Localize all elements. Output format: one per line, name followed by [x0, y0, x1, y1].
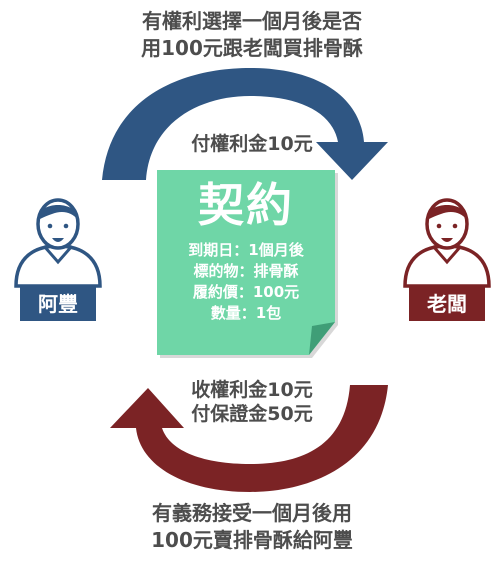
top-curved-arrow	[102, 68, 388, 180]
person-icon	[403, 198, 491, 288]
bottom-caption-line-1: 有義務接受一個月後用	[152, 501, 352, 525]
top-caption-line-2: 用100元跟老闆買排骨酥	[141, 36, 363, 60]
top-caption: 有權利選擇一個月後是否 用100元跟老闆買排骨酥	[0, 8, 504, 62]
contract-terms: 到期日：1個月後 標的物：排骨酥 履約價：100元 數量：1包	[157, 240, 335, 324]
bottom-arrow-label-line-2: 付保證金50元	[191, 403, 313, 425]
contract-term-quantity: 數量：1包	[210, 304, 282, 322]
person-icon	[14, 198, 102, 288]
contract-term-expiry: 到期日：1個月後	[188, 241, 304, 259]
right-person-name-badge: 老闆	[409, 287, 485, 321]
left-person-name-badge: 阿豐	[20, 287, 96, 321]
bottom-caption-line-2: 100元賣排骨酥給阿豐	[151, 528, 353, 552]
contract-paper	[157, 170, 338, 358]
contract-title: 契約	[198, 178, 294, 232]
top-arrow-label: 付權利金10元	[191, 133, 313, 155]
bottom-curved-arrow	[110, 385, 388, 492]
top-caption-line-1: 有權利選擇一個月後是否	[142, 9, 362, 33]
contract-term-strike: 履約價：100元	[192, 283, 300, 301]
bottom-arrow-label-line-1: 收權利金10元	[191, 379, 313, 401]
bottom-arrow-label: 收權利金10元 付保證金50元	[0, 378, 504, 426]
bottom-caption: 有義務接受一個月後用 100元賣排骨酥給阿豐	[0, 500, 504, 554]
contract-term-underlying: 標的物：排骨酥	[193, 262, 299, 280]
